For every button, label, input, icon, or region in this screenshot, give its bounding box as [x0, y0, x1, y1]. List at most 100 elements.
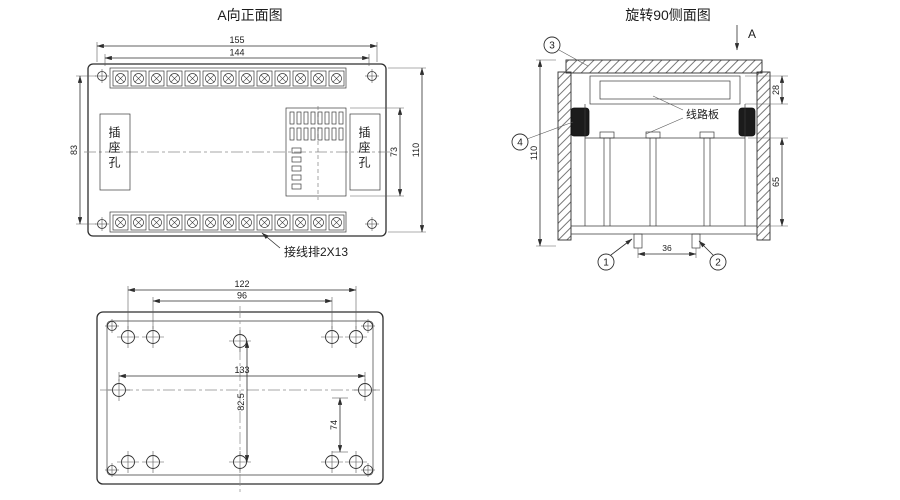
- pcb-callout: 线路板: [645, 95, 719, 135]
- front-view-title: A向正面图: [217, 7, 282, 23]
- corner-screw: [94, 216, 110, 232]
- dim-text-36: 36: [662, 243, 672, 253]
- dimension-overall-width: 155: [96, 35, 378, 62]
- side-view: 旋转90侧面图 A: [511, 7, 788, 271]
- socket-hole-label-left: 插座孔: [107, 126, 121, 171]
- dim-text-83: 83: [69, 145, 79, 155]
- terminal-screw: [130, 70, 147, 87]
- terminal-strip-label: 接线排2X13: [284, 244, 348, 259]
- section-arrow: A: [734, 25, 756, 51]
- dim-text-110-front: 110: [411, 143, 421, 157]
- terminal-screw: [274, 214, 291, 231]
- dimension-top-section: 28: [745, 75, 788, 105]
- socket-box-right: [349, 113, 381, 191]
- socket-hole-label-right: 插座孔: [357, 126, 371, 171]
- mount-hole: [141, 325, 165, 349]
- mount-hole: [116, 325, 140, 349]
- front-panel-outline: [87, 63, 387, 237]
- corner-screw: [94, 68, 110, 84]
- fin-strip-left: [557, 71, 572, 241]
- terminal-screw: [220, 214, 237, 231]
- dim-text-73: 73: [389, 147, 399, 157]
- terminal-screw: [238, 70, 255, 87]
- terminal-screw: [238, 214, 255, 231]
- callout-4-number: 4: [517, 138, 523, 149]
- terminal-row-top: [109, 67, 347, 89]
- mount-hole: [107, 378, 131, 402]
- mount-hole: [228, 329, 252, 353]
- pcb-assembly: [589, 75, 741, 105]
- callout-1-number: 1: [603, 258, 609, 269]
- corner-screw: [364, 216, 380, 232]
- fin-strip-right: [756, 71, 771, 241]
- corner-screw: [364, 68, 380, 84]
- terminal-row-bottom: [109, 211, 347, 233]
- connector-pins: [289, 111, 344, 190]
- mount-hole: [344, 325, 368, 349]
- bottom-view: 122 96 133 82.5 74: [96, 279, 384, 492]
- terminal-screw: [166, 70, 183, 87]
- terminal-screw: [292, 70, 309, 87]
- socket-box-left: [99, 113, 131, 191]
- terminal-screw: [166, 214, 183, 231]
- base-leg-left: [633, 233, 643, 249]
- dimension-vertical-right: 74: [329, 397, 348, 453]
- terminal-screw: [148, 70, 165, 87]
- base-leg-right: [691, 233, 701, 249]
- side-view-title: 旋转90侧面图: [625, 7, 711, 23]
- section-arrow-label: A: [748, 27, 756, 41]
- dimension-connector-height: 73: [350, 107, 404, 197]
- terminal-screw: [184, 214, 201, 231]
- mount-hole: [141, 450, 165, 474]
- dimension-mid-hole-span: 133: [118, 365, 366, 381]
- dim-text-133: 133: [234, 365, 249, 375]
- terminal-screw: [148, 214, 165, 231]
- terminal-screw: [112, 70, 129, 87]
- dim-text-28: 28: [771, 85, 781, 95]
- terminal-screw: [328, 70, 345, 87]
- callout-3: 3: [543, 36, 589, 67]
- terminal-screw: [310, 214, 327, 231]
- front-view: A向正面图: [69, 7, 426, 259]
- terminal-screw: [310, 70, 327, 87]
- mount-hole: [320, 450, 344, 474]
- terminal-screw: [220, 70, 237, 87]
- dimension-inner-width: 144: [104, 48, 370, 66]
- dim-text-122: 122: [234, 279, 249, 289]
- terminal-screw: [130, 214, 147, 231]
- mount-hole: [228, 450, 252, 474]
- callout-4: 4: [511, 121, 574, 151]
- terminal-strip-callout: 接线排2X13: [261, 232, 348, 259]
- callout-3-number: 3: [549, 41, 555, 52]
- dim-text-155: 155: [229, 35, 244, 45]
- callout-2-number: 2: [715, 258, 721, 269]
- callout-1: 1: [597, 238, 633, 271]
- mount-hole: [320, 325, 344, 349]
- terminal-screw: [112, 214, 129, 231]
- dim-text-144: 144: [229, 48, 244, 58]
- terminal-screw: [328, 214, 345, 231]
- terminal-screw: [256, 214, 273, 231]
- dimension-overall-height: 110: [388, 67, 426, 233]
- terminal-screw: [292, 214, 309, 231]
- pcb-label: 线路板: [686, 107, 719, 121]
- dim-text-82-5: 82.5: [236, 393, 246, 411]
- dimension-lower-section: 65: [748, 137, 788, 227]
- dim-text-96: 96: [237, 291, 247, 301]
- connector-block: [285, 106, 347, 200]
- mount-hole: [116, 450, 140, 474]
- terminal-screw: [202, 70, 219, 87]
- dimension-base-width: 36: [637, 243, 697, 258]
- dimension-inner-hole-span: 96: [152, 291, 333, 329]
- coil-left: [570, 107, 590, 137]
- inner-structure: [571, 104, 757, 249]
- terminal-screw: [202, 214, 219, 231]
- terminal-screw: [256, 70, 273, 87]
- dim-text-74: 74: [329, 420, 339, 430]
- terminal-screw: [274, 70, 291, 87]
- dimension-outer-hole-span: 122: [127, 279, 357, 329]
- terminal-screw: [184, 70, 201, 87]
- coil-right: [738, 107, 756, 137]
